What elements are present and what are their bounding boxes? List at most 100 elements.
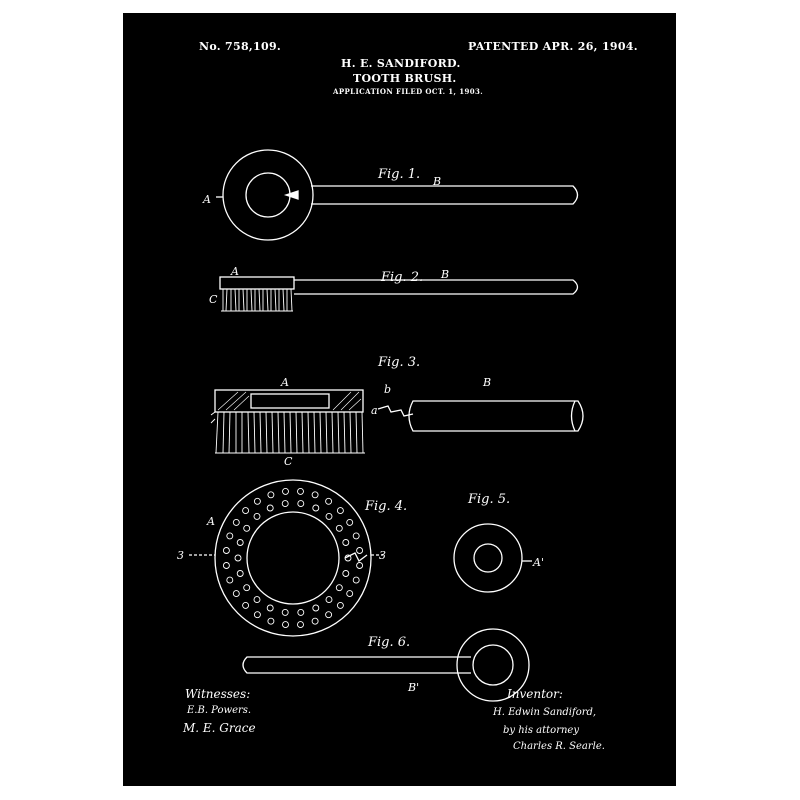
fig1-part-a: A (202, 193, 211, 206)
fig5-ring-outer (453, 523, 523, 593)
fig5-ring-inner (473, 543, 503, 573)
fig3-head-cavity (250, 393, 330, 409)
fig4-tuft (243, 524, 251, 532)
fig4-tuft (267, 617, 275, 625)
fig4-tuft (281, 608, 289, 616)
fig4-part-a: A (206, 515, 215, 528)
fig4-tuft (356, 562, 364, 569)
fig4-tuft (325, 512, 333, 520)
fig4-tuft (234, 554, 242, 562)
fig4-screw (344, 552, 368, 562)
fig4-tuft (253, 596, 261, 604)
fig4-tuft (266, 504, 274, 512)
fig4-tuft (336, 507, 344, 515)
fig1-handle (311, 185, 579, 205)
fig4-bristle-tufts (222, 487, 364, 629)
fig4-tuft (342, 570, 350, 577)
fig4-tuft (222, 547, 230, 554)
fig6-drawing (242, 628, 530, 702)
fig4-tuft (342, 539, 350, 546)
fig3-part-a: A (280, 376, 289, 389)
fig4-tuft (356, 547, 364, 554)
fig4-tuft (325, 611, 333, 619)
fig4-tuft (236, 570, 244, 577)
fig3-hatch (217, 391, 362, 411)
inventor-signature: H. Edwin Sandiford, (493, 707, 597, 718)
fig4-tuft (352, 576, 360, 584)
fig4-tuft (325, 596, 333, 604)
fig1-part-b: B (432, 175, 441, 188)
patent-number: No. 758,109. (199, 40, 282, 53)
fig4-tuft (282, 487, 289, 495)
fig1-ring-inner (245, 172, 291, 218)
fig4-tuft (311, 491, 319, 499)
fig2-part-a: A (230, 265, 239, 278)
fig4-tuft (297, 500, 305, 508)
fig4-tuft (253, 497, 261, 505)
fig1-ring-outer (222, 149, 314, 241)
fig6-part-b-prime: B' (407, 681, 419, 694)
fig6-label: Fig. 6. (367, 635, 410, 650)
witnesses-label: Witnesses: (185, 687, 251, 701)
patent-title: TOOTH BRUSH. (353, 72, 457, 85)
fig4-drawing (189, 479, 383, 637)
fig4-tuft (281, 500, 289, 508)
fig2-part-c: C (209, 293, 218, 306)
fig4-tuft (352, 532, 360, 540)
fig4-tuft (325, 497, 333, 505)
fig2-drawing (219, 276, 579, 312)
fig4-tuft (297, 487, 304, 495)
fig3-part-a-small: a (371, 404, 378, 417)
fig4-tuft (335, 584, 343, 592)
fig6-ring-outer (456, 628, 530, 702)
fig4-tuft (232, 590, 240, 598)
fig5-drawing (453, 523, 532, 593)
inventor-name: H. E. SANDIFORD. (341, 57, 461, 70)
fig3-bristles (210, 411, 365, 454)
fig4-tuft (312, 604, 320, 612)
fig4-tuft (236, 539, 244, 546)
witness-1-signature: E.B. Powers. (187, 705, 252, 716)
fig3-label: Fig. 3. (377, 355, 420, 370)
fig3-head (214, 389, 364, 413)
attorney-signature: Charles R. Searle. (513, 741, 605, 752)
witness-2-signature: M. E. Grace (183, 721, 256, 735)
fig1-screw (283, 190, 299, 200)
fig4-ring-outer (214, 479, 372, 637)
fig1-label: Fig. 1. (377, 167, 420, 182)
fig4-tuft (336, 601, 344, 609)
fig2-label: Fig. 2. (380, 270, 423, 285)
fig4-label: Fig. 4. (364, 499, 407, 514)
fig6-handle (242, 656, 471, 674)
fig4-tuft (253, 512, 261, 520)
fig4-tuft (232, 518, 240, 526)
fig4-tuft (266, 604, 274, 612)
fig2-bristles (221, 288, 293, 312)
fig3-part-b-small: b (384, 383, 391, 396)
patent-drawing: Fig. 1. A B Fig. 2. A B C (177, 149, 584, 702)
fig4-tuft (311, 617, 319, 625)
fig5-label: Fig. 5. (467, 492, 510, 507)
fig3-handle (408, 400, 584, 432)
fig3-drawing (210, 389, 584, 454)
patent-poster: No. 758,109. PATENTED APR. 26, 1904. H. … (123, 13, 676, 786)
fig5-part-a-prime: A' (532, 556, 544, 569)
fig4-tuft (312, 504, 320, 512)
fig4-tuft (297, 621, 304, 629)
attorney-line: by his attorney (503, 725, 579, 736)
fig2-handle (294, 279, 579, 295)
fig4-tuft (253, 611, 261, 619)
fig3-part-c: C (284, 455, 293, 468)
application-line: APPLICATION FILED OCT. 1, 1903. (333, 87, 484, 96)
fig4-section-3-right: 3 (379, 549, 386, 562)
fig4-tuft (346, 518, 354, 526)
fig4-tuft (222, 562, 230, 569)
fig4-tuft (226, 532, 234, 540)
fig3-handle-cut (570, 400, 576, 432)
fig4-tuft (282, 621, 289, 629)
fig4-tuft (226, 576, 234, 584)
inventor-label: Inventor: (507, 687, 563, 701)
fig4-tuft (335, 524, 343, 532)
fig2-head-back (219, 276, 295, 290)
fig4-tuft (242, 601, 250, 609)
